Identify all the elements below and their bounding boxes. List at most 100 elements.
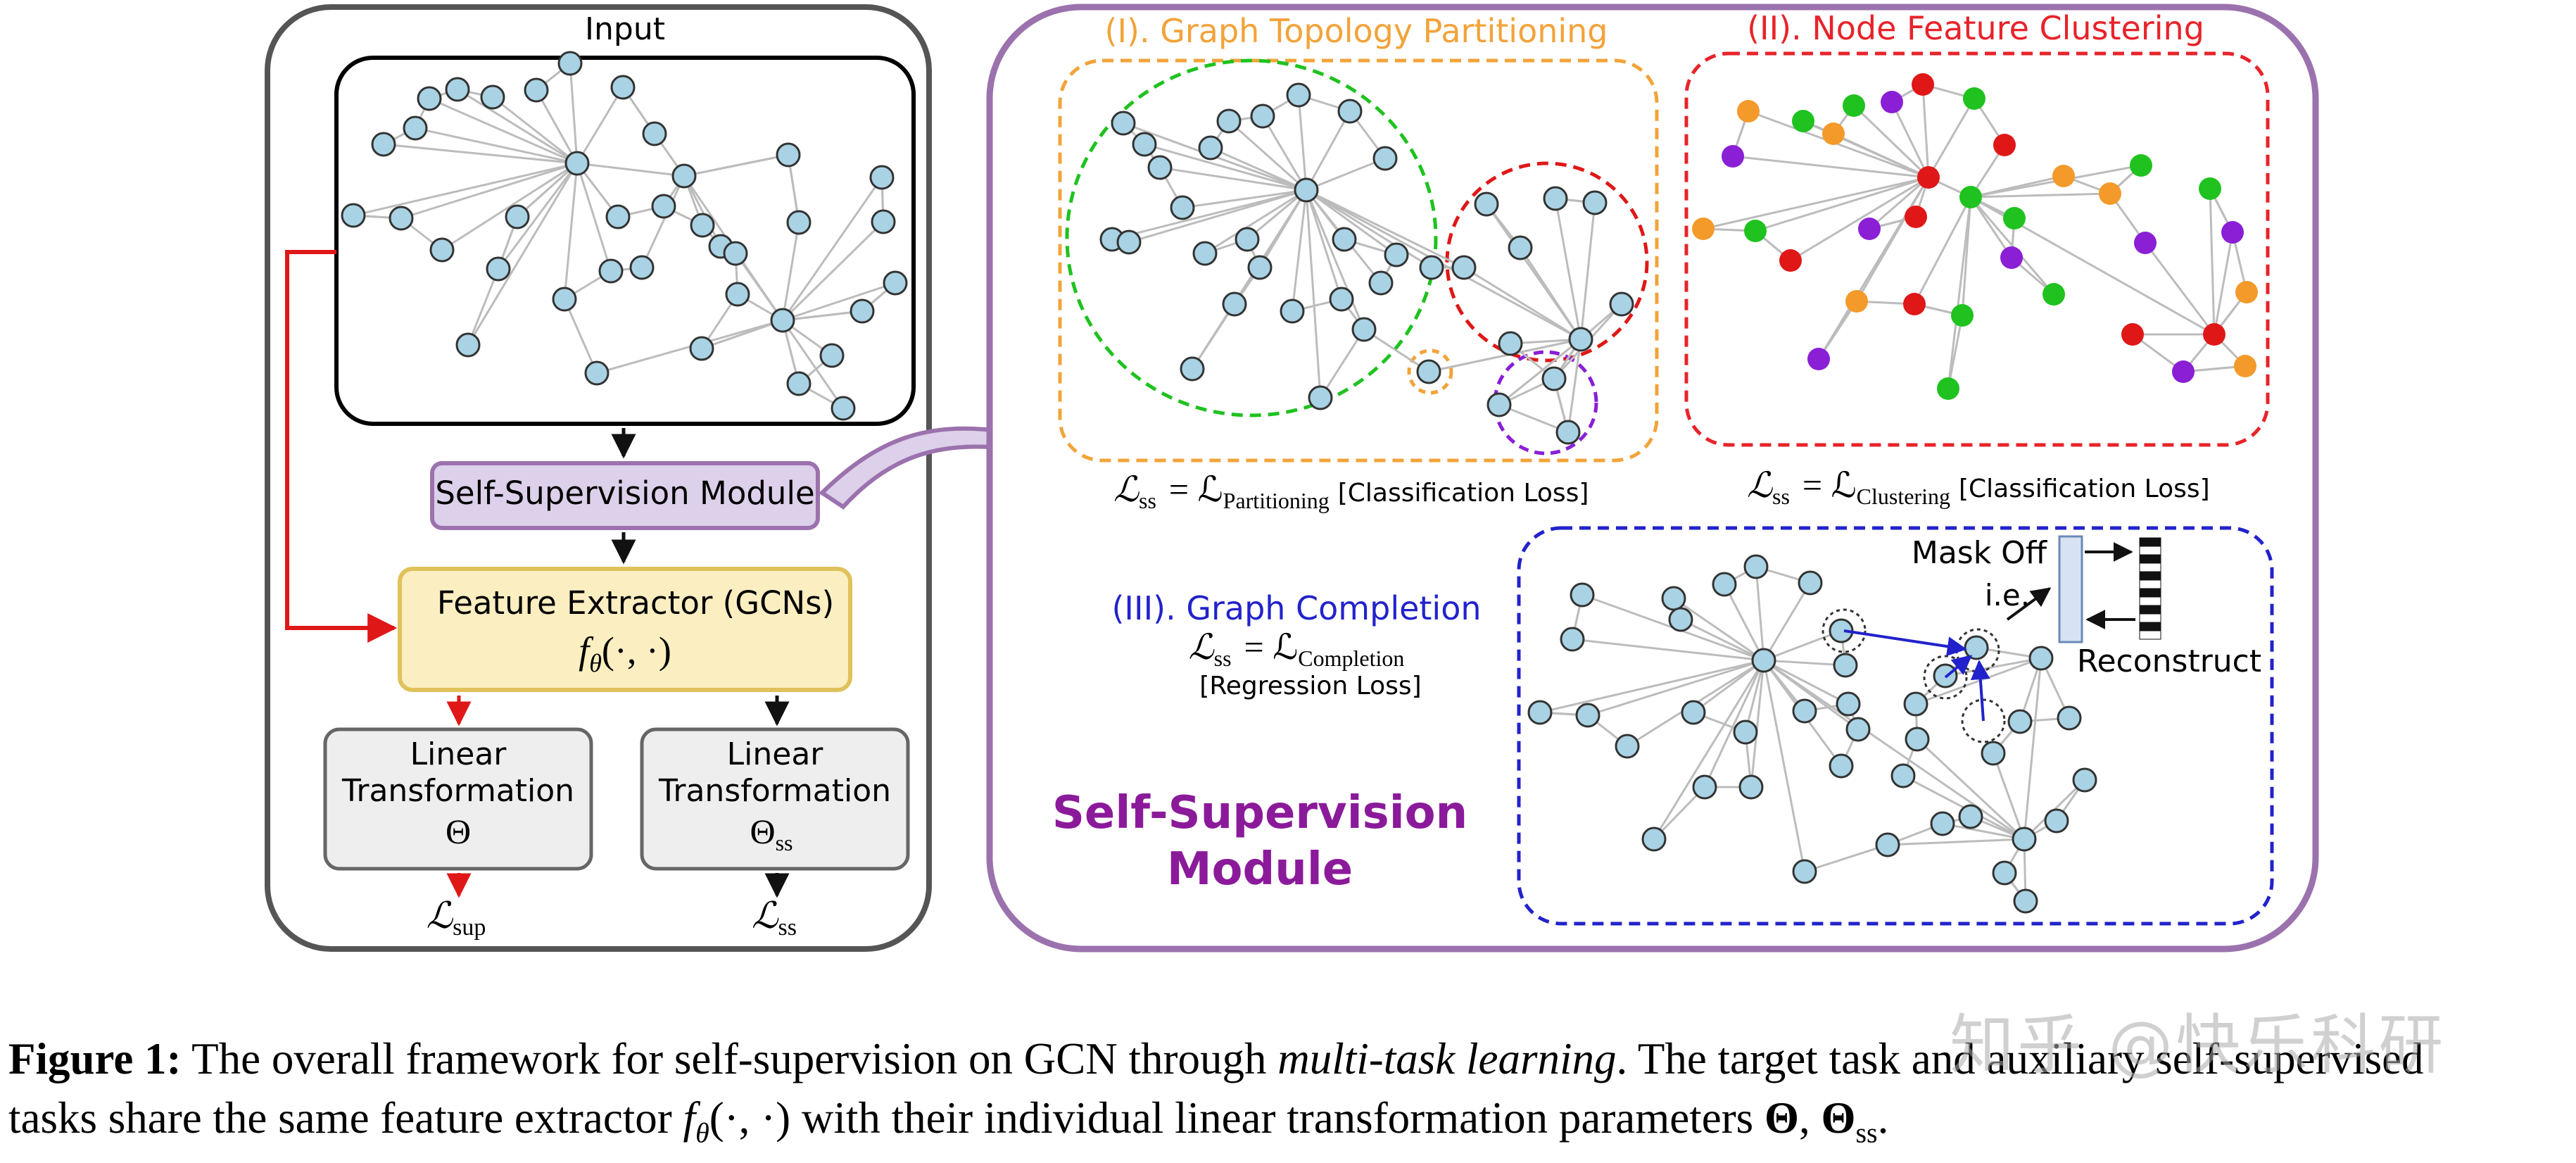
linear-right-line1: Linear <box>727 736 824 772</box>
graph-node <box>1905 206 1927 228</box>
linear-left-theta: Θ <box>446 812 471 851</box>
feature-cell <box>2139 546 2161 555</box>
graph-node <box>871 209 896 234</box>
loss-ss: ℒss <box>752 896 797 941</box>
graph-edge <box>1790 176 1929 262</box>
graph-edge <box>563 298 598 374</box>
graph-node <box>1681 700 1706 725</box>
graph-edge <box>576 163 612 272</box>
partition-red-region <box>1445 161 1649 363</box>
graph-edge <box>1258 189 1308 268</box>
caption-fn: f <box>683 1093 696 1143</box>
graph-edge <box>1763 659 1849 705</box>
watermark: 知乎 @快乐科研 <box>1950 1007 2446 1083</box>
graph-node <box>671 163 697 189</box>
graph-edge <box>441 162 578 251</box>
graph-edge <box>1970 175 2064 199</box>
feature-cell <box>2139 613 2161 623</box>
graph-edge <box>1992 753 2026 840</box>
graph-node <box>1541 366 1567 391</box>
partition-green-region <box>1065 58 1438 417</box>
feature-cell <box>2139 622 2161 631</box>
graph-node <box>1582 190 1608 215</box>
graph-node <box>1843 94 1865 117</box>
graph-node <box>690 213 715 238</box>
partition-equation: ℒss= ℒPartitioning[Classification Loss] <box>1113 470 1589 513</box>
graph-node <box>598 258 624 284</box>
graph-edge <box>467 268 500 346</box>
partition-orange-region <box>1407 348 1453 395</box>
graph-node <box>403 115 428 141</box>
graph-node <box>2057 705 2082 731</box>
graph-node <box>2235 281 2258 303</box>
graph-node <box>1903 293 1926 315</box>
graph-node <box>2007 709 2033 734</box>
graph-edge <box>1498 338 1581 406</box>
graph-edge <box>1750 660 1765 788</box>
cluster-graph <box>1692 73 2258 400</box>
graph-node <box>2199 177 2221 200</box>
feature-cell <box>2139 571 2161 581</box>
graph-edge <box>1305 189 1343 300</box>
partition-purple-region <box>1493 350 1598 455</box>
graph-node <box>2000 246 2023 269</box>
graph-node <box>1486 392 1512 417</box>
graph-node <box>1641 826 1667 852</box>
graph-node <box>629 255 655 280</box>
graph-edge <box>2213 232 2234 335</box>
input-graph <box>341 51 908 421</box>
graph-node <box>1964 635 1989 660</box>
graph-edge <box>1567 339 1582 433</box>
graph-edge <box>1182 189 1307 209</box>
graph-edge <box>782 282 896 322</box>
graph-node <box>1543 186 1568 211</box>
graph-node <box>1845 290 1868 313</box>
linear-right-theta-ss: Θss <box>750 812 793 855</box>
linear-left-line1: Linear <box>410 736 507 772</box>
graph-node <box>1222 291 1247 317</box>
graph-node <box>850 298 875 324</box>
graph-node <box>1692 774 1717 800</box>
graph-edge <box>1673 597 1764 662</box>
graph-node <box>1474 191 1499 217</box>
feature-extractor-label: Feature Extractor (GCNs) <box>437 584 834 622</box>
completion-title: (III). Graph Completion <box>1111 589 1481 627</box>
feature-cell <box>2139 562 2161 572</box>
graph-node <box>1170 195 1195 220</box>
graph-edge <box>1572 638 1764 662</box>
caption-line-2: tasks share the same feature extractor f… <box>8 1088 2570 1163</box>
graph-edge <box>497 163 579 270</box>
graph-edge <box>535 89 579 164</box>
graph-node <box>557 51 583 76</box>
partition-graph <box>1099 82 1634 445</box>
graph-edge <box>1680 618 1764 662</box>
graph-edge <box>1363 328 1429 373</box>
graph-node <box>2099 182 2121 205</box>
graph-edge <box>1921 84 1930 178</box>
loss-sup: ℒsup <box>427 896 486 941</box>
graph-edge <box>1947 196 1972 389</box>
graph-edge <box>1579 202 1596 340</box>
graph-edge <box>701 319 783 350</box>
graph-node <box>1308 385 1333 410</box>
graph-node <box>1890 763 1916 788</box>
graph-edge <box>1942 822 2025 841</box>
graph-node <box>1372 146 1398 171</box>
masked-node-ring <box>1923 655 1968 700</box>
module-label-line2: Module <box>1167 843 1353 895</box>
graph-edge <box>683 175 722 247</box>
graph-node <box>1568 327 1593 352</box>
graph-edge <box>1261 115 1308 191</box>
graph-node <box>1498 331 1523 356</box>
graph-node <box>1555 420 1581 445</box>
graph-node <box>1235 227 1260 252</box>
graph-node <box>1963 87 1985 110</box>
graph-node <box>723 241 748 266</box>
feature-cell <box>2139 554 2161 564</box>
completion-equation: ℒss= ℒCompletion <box>1189 627 1405 671</box>
cluster-box <box>1684 51 2270 447</box>
graph-edge <box>1852 104 1930 179</box>
graph-node <box>1416 359 1441 384</box>
graph-edge <box>569 63 579 164</box>
graph-node <box>1733 719 1758 745</box>
